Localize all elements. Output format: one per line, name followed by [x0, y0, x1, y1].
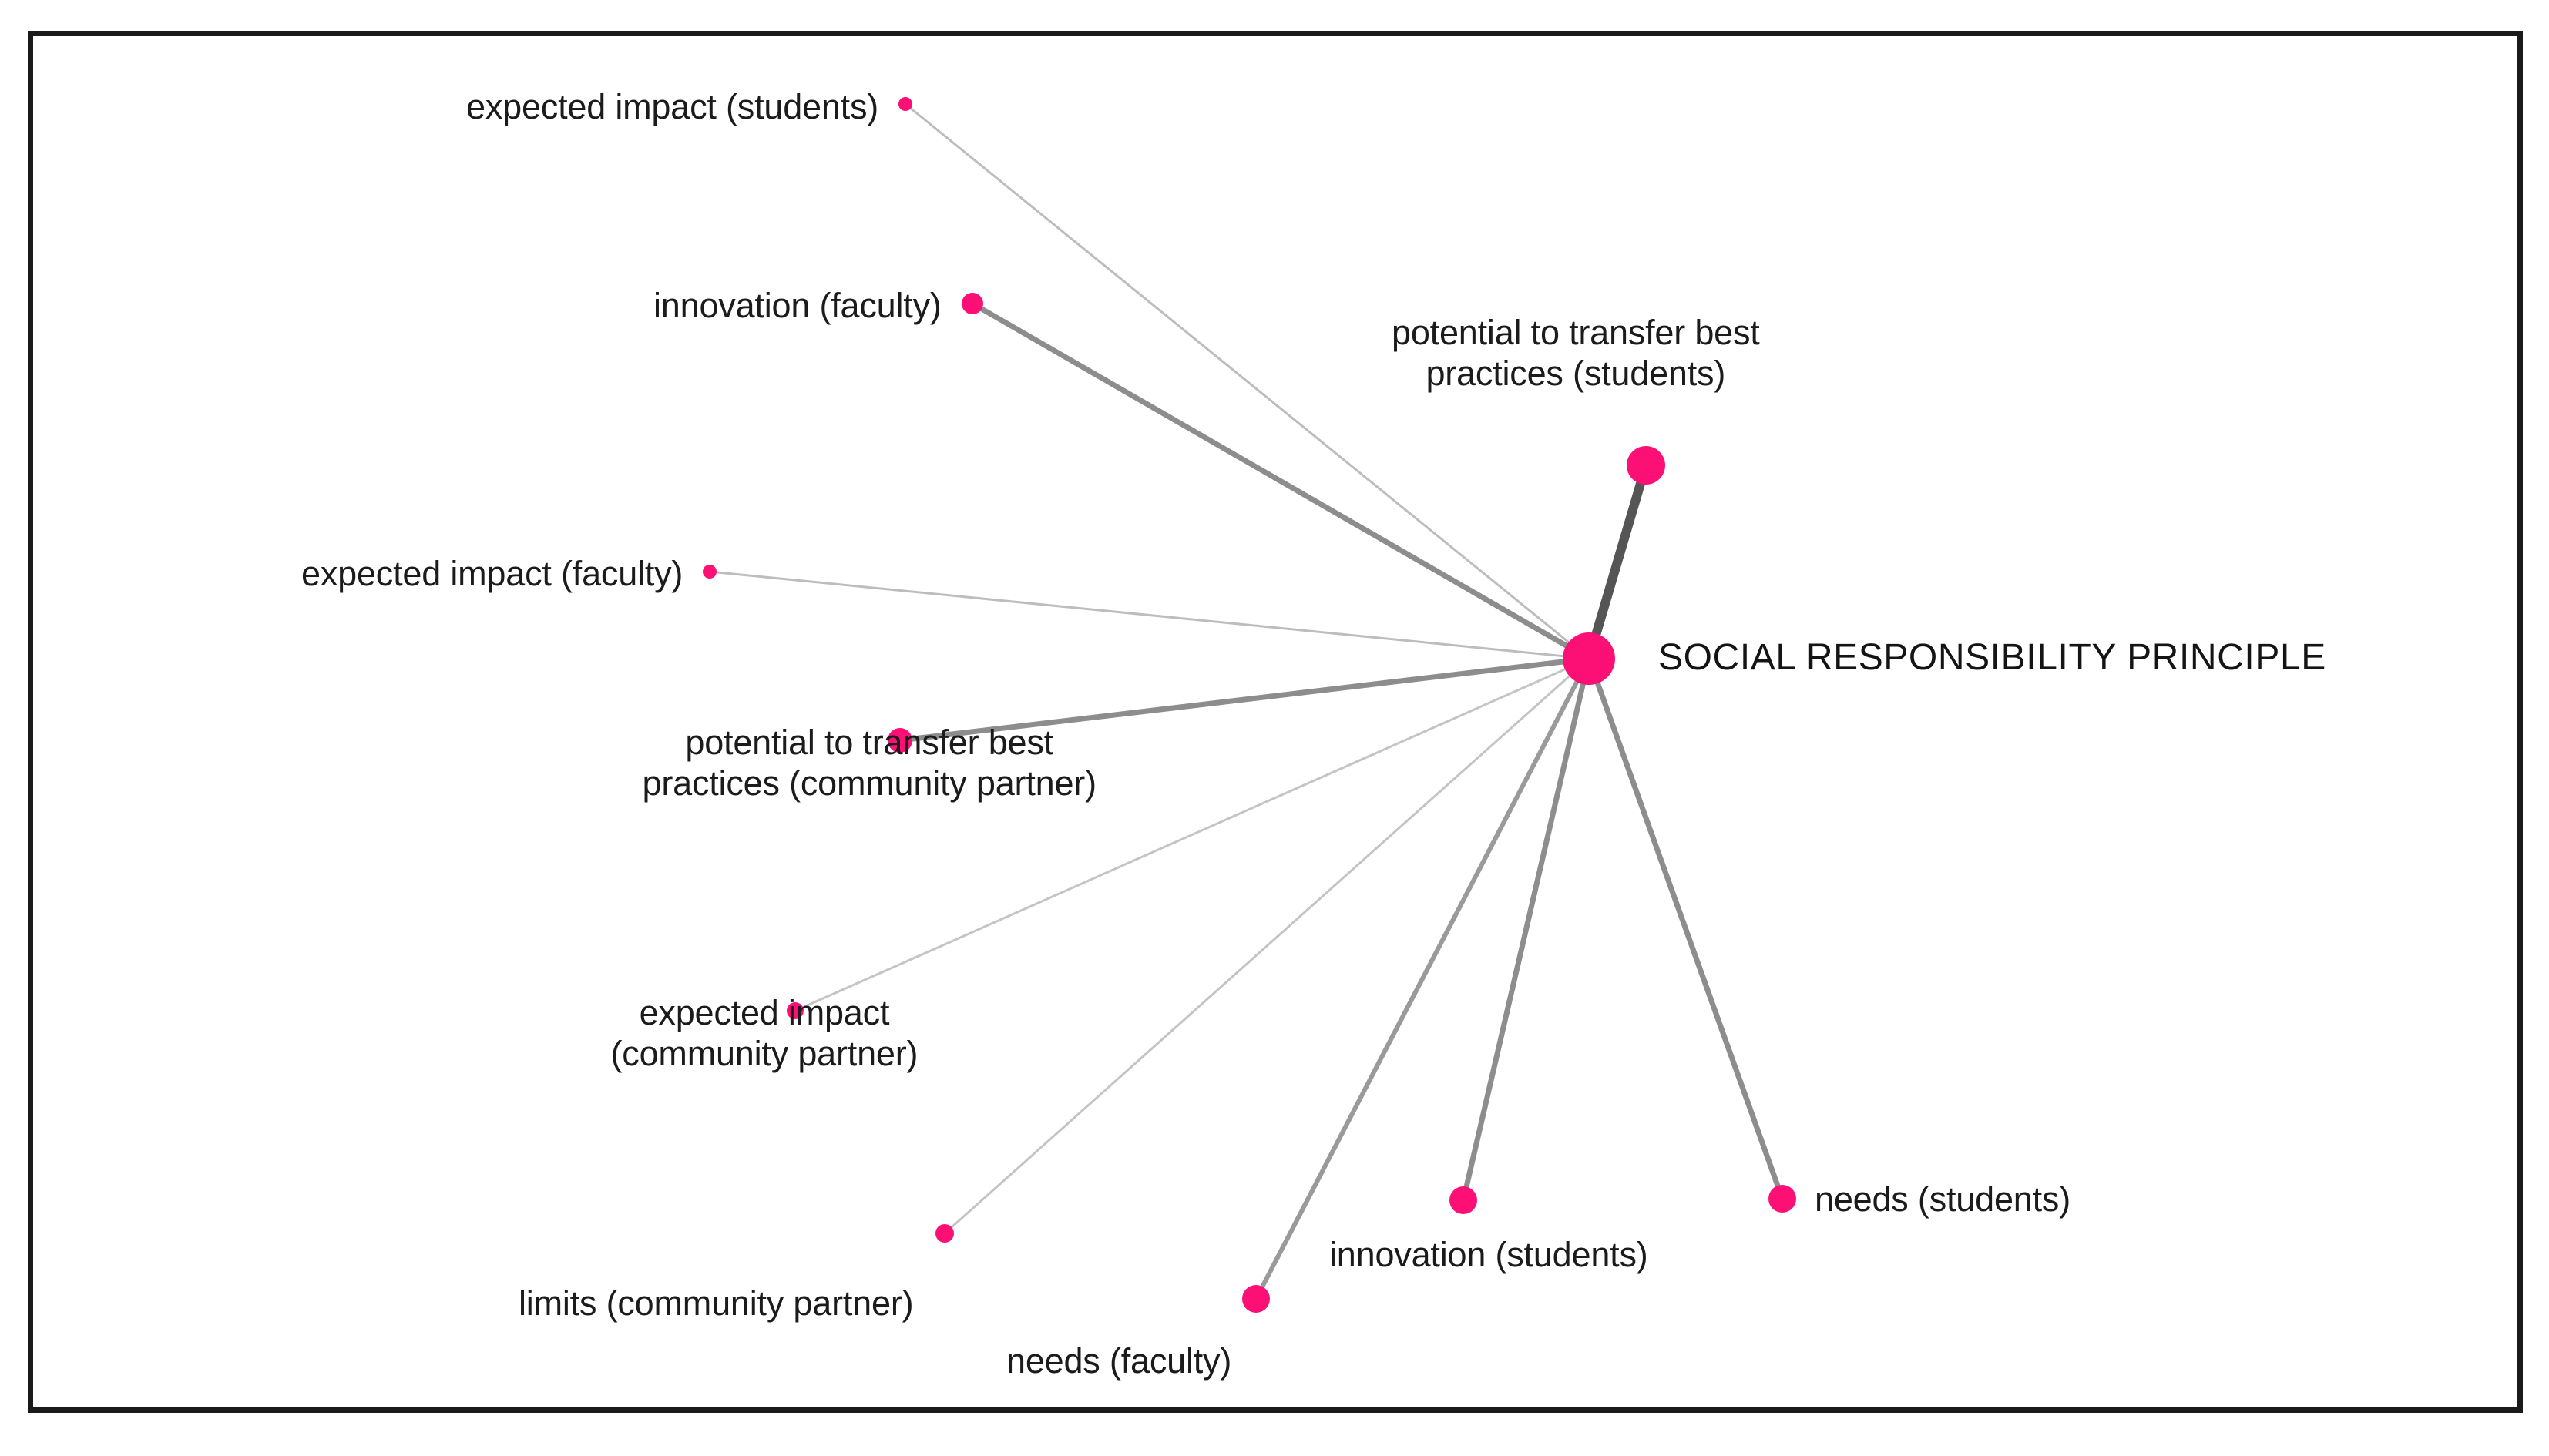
- edge-needs-students[interactable]: [1586, 656, 1785, 1202]
- edge-needs-faculty[interactable]: [1254, 656, 1591, 1301]
- hub-label-social-responsibility-principle: SOCIAL RESPONSIBILITY PRINCIPLE: [1658, 637, 2326, 678]
- node-limits-community-partner[interactable]: [935, 1224, 954, 1243]
- node-label-limits-community-partner: limits (community partner): [519, 1283, 914, 1323]
- node-label-innovation-students: innovation (students): [1329, 1235, 1648, 1274]
- node-label-needs-students: needs (students): [1815, 1179, 2070, 1219]
- edge-innovation-faculty[interactable]: [969, 300, 1592, 662]
- edge-expected-impact-faculty[interactable]: [708, 570, 1590, 660]
- node-expected-impact-students[interactable]: [898, 97, 912, 111]
- edge-expected-impact-students[interactable]: [904, 102, 1590, 660]
- node-label-potential-transfer-best-practices-community-partner: potential to transfer best practices (co…: [642, 723, 1097, 803]
- node-innovation-faculty[interactable]: [962, 293, 983, 314]
- node-label-potential-transfer-best-practices-students: potential to transfer best practices (st…: [1392, 313, 1760, 394]
- node-label-expected-impact-faculty: expected impact (faculty): [301, 554, 683, 593]
- edges-group: [708, 102, 1785, 1301]
- node-expected-impact-faculty[interactable]: [703, 565, 717, 579]
- nodes-group: [703, 97, 1796, 1313]
- node-label-expected-impact-community-partner: expected impact (community partner): [610, 993, 919, 1074]
- edge-innovation-students[interactable]: [1460, 656, 1592, 1203]
- node-label-innovation-faculty: innovation (faculty): [653, 286, 942, 325]
- node-potential-transfer-best-practices-students[interactable]: [1627, 446, 1665, 485]
- node-needs-faculty[interactable]: [1242, 1285, 1270, 1313]
- edge-potential-transfer-best-practices-community-partner[interactable]: [897, 656, 1592, 743]
- node-potential-transfer-best-practices-community-partner[interactable]: [888, 728, 912, 753]
- node-label-needs-faculty: needs (faculty): [1006, 1341, 1232, 1381]
- edge-expected-impact-community-partner[interactable]: [794, 657, 1590, 1012]
- node-innovation-students[interactable]: [1449, 1186, 1477, 1214]
- node-needs-students[interactable]: [1768, 1185, 1796, 1213]
- node-label-expected-impact-students: expected impact (students): [466, 87, 879, 126]
- edge-limits-community-partner[interactable]: [943, 657, 1590, 1235]
- diagram-frame-border: [28, 31, 2523, 1413]
- edge-potential-transfer-best-practices-students[interactable]: [1584, 461, 1651, 663]
- node-expected-impact-community-partner[interactable]: [787, 1002, 804, 1019]
- hub-node-social-responsibility-principle[interactable]: [1563, 632, 1615, 685]
